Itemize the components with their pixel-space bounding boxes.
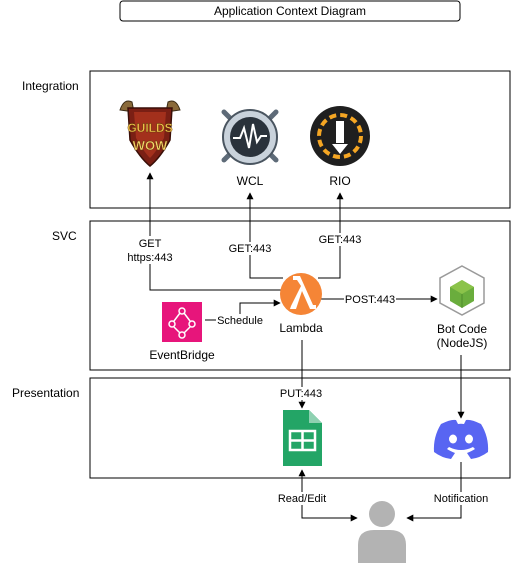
google-sheets-icon <box>283 410 322 466</box>
bot-code-label: Bot Code <box>437 322 487 336</box>
tier-box-svc <box>89 220 511 371</box>
edge-label-get-wcl: GET:443 <box>227 242 273 255</box>
edge-label-schedule: Schedule <box>216 314 266 327</box>
svg-text:Read/Edit: Read/Edit <box>278 493 326 505</box>
svg-text:https:443: https:443 <box>127 252 172 264</box>
guilds-of-wow-logo-icon: GUILDS WOW <box>119 100 181 167</box>
svg-text:GET:443: GET:443 <box>229 243 272 255</box>
eventbridge-label: EventBridge <box>149 348 215 362</box>
tier-box-integration <box>89 70 511 209</box>
svg-text:POST:443: POST:443 <box>345 294 395 306</box>
edge-user-sheets <box>298 469 358 522</box>
edge-discord-user <box>406 462 462 522</box>
discord-icon <box>433 419 489 459</box>
user-icon <box>358 501 406 563</box>
title-box: Application Context Diagram <box>119 0 461 22</box>
edge-label-notification: Notification <box>431 492 491 505</box>
edge-label-get-rio: GET:443 <box>317 233 363 246</box>
lambda-label: Lambda <box>279 321 323 335</box>
svg-text:Schedule: Schedule <box>217 315 263 327</box>
rio-label: RIO <box>329 174 350 188</box>
tier-label-integration: Integration <box>22 79 79 93</box>
bot-code-sublabel: (NodeJS) <box>437 336 488 350</box>
wcl-label: WCL <box>237 174 264 188</box>
tier-label-presentation: Presentation <box>12 386 79 400</box>
edge-label-put: PUT:443 <box>278 387 324 400</box>
svg-text:PUT:443: PUT:443 <box>280 388 322 400</box>
edge-lambda-guilds <box>146 172 283 291</box>
edge-lambda-rio <box>318 192 344 279</box>
bot-code-icon <box>439 265 485 316</box>
eventbridge-icon <box>162 302 202 342</box>
svg-text:GET:443: GET:443 <box>319 234 362 246</box>
svg-text:GET: GET <box>139 238 162 250</box>
edge-label-post: POST:443 <box>344 293 396 306</box>
svg-text:WOW: WOW <box>133 138 168 153</box>
tier-label-svc: SVC <box>52 229 77 243</box>
rio-icon <box>310 106 370 166</box>
svg-text:GUILDS: GUILDS <box>127 121 172 135</box>
svg-text:Notification: Notification <box>434 493 488 505</box>
lambda-icon <box>280 273 322 315</box>
edge-label-get-https: GET https:443 <box>124 236 178 264</box>
diagram-title: Application Context Diagram <box>214 4 366 18</box>
edge-label-read-edit: Read/Edit <box>276 492 328 505</box>
wcl-icon <box>221 109 279 165</box>
edge-lambda-wcl <box>246 192 283 279</box>
